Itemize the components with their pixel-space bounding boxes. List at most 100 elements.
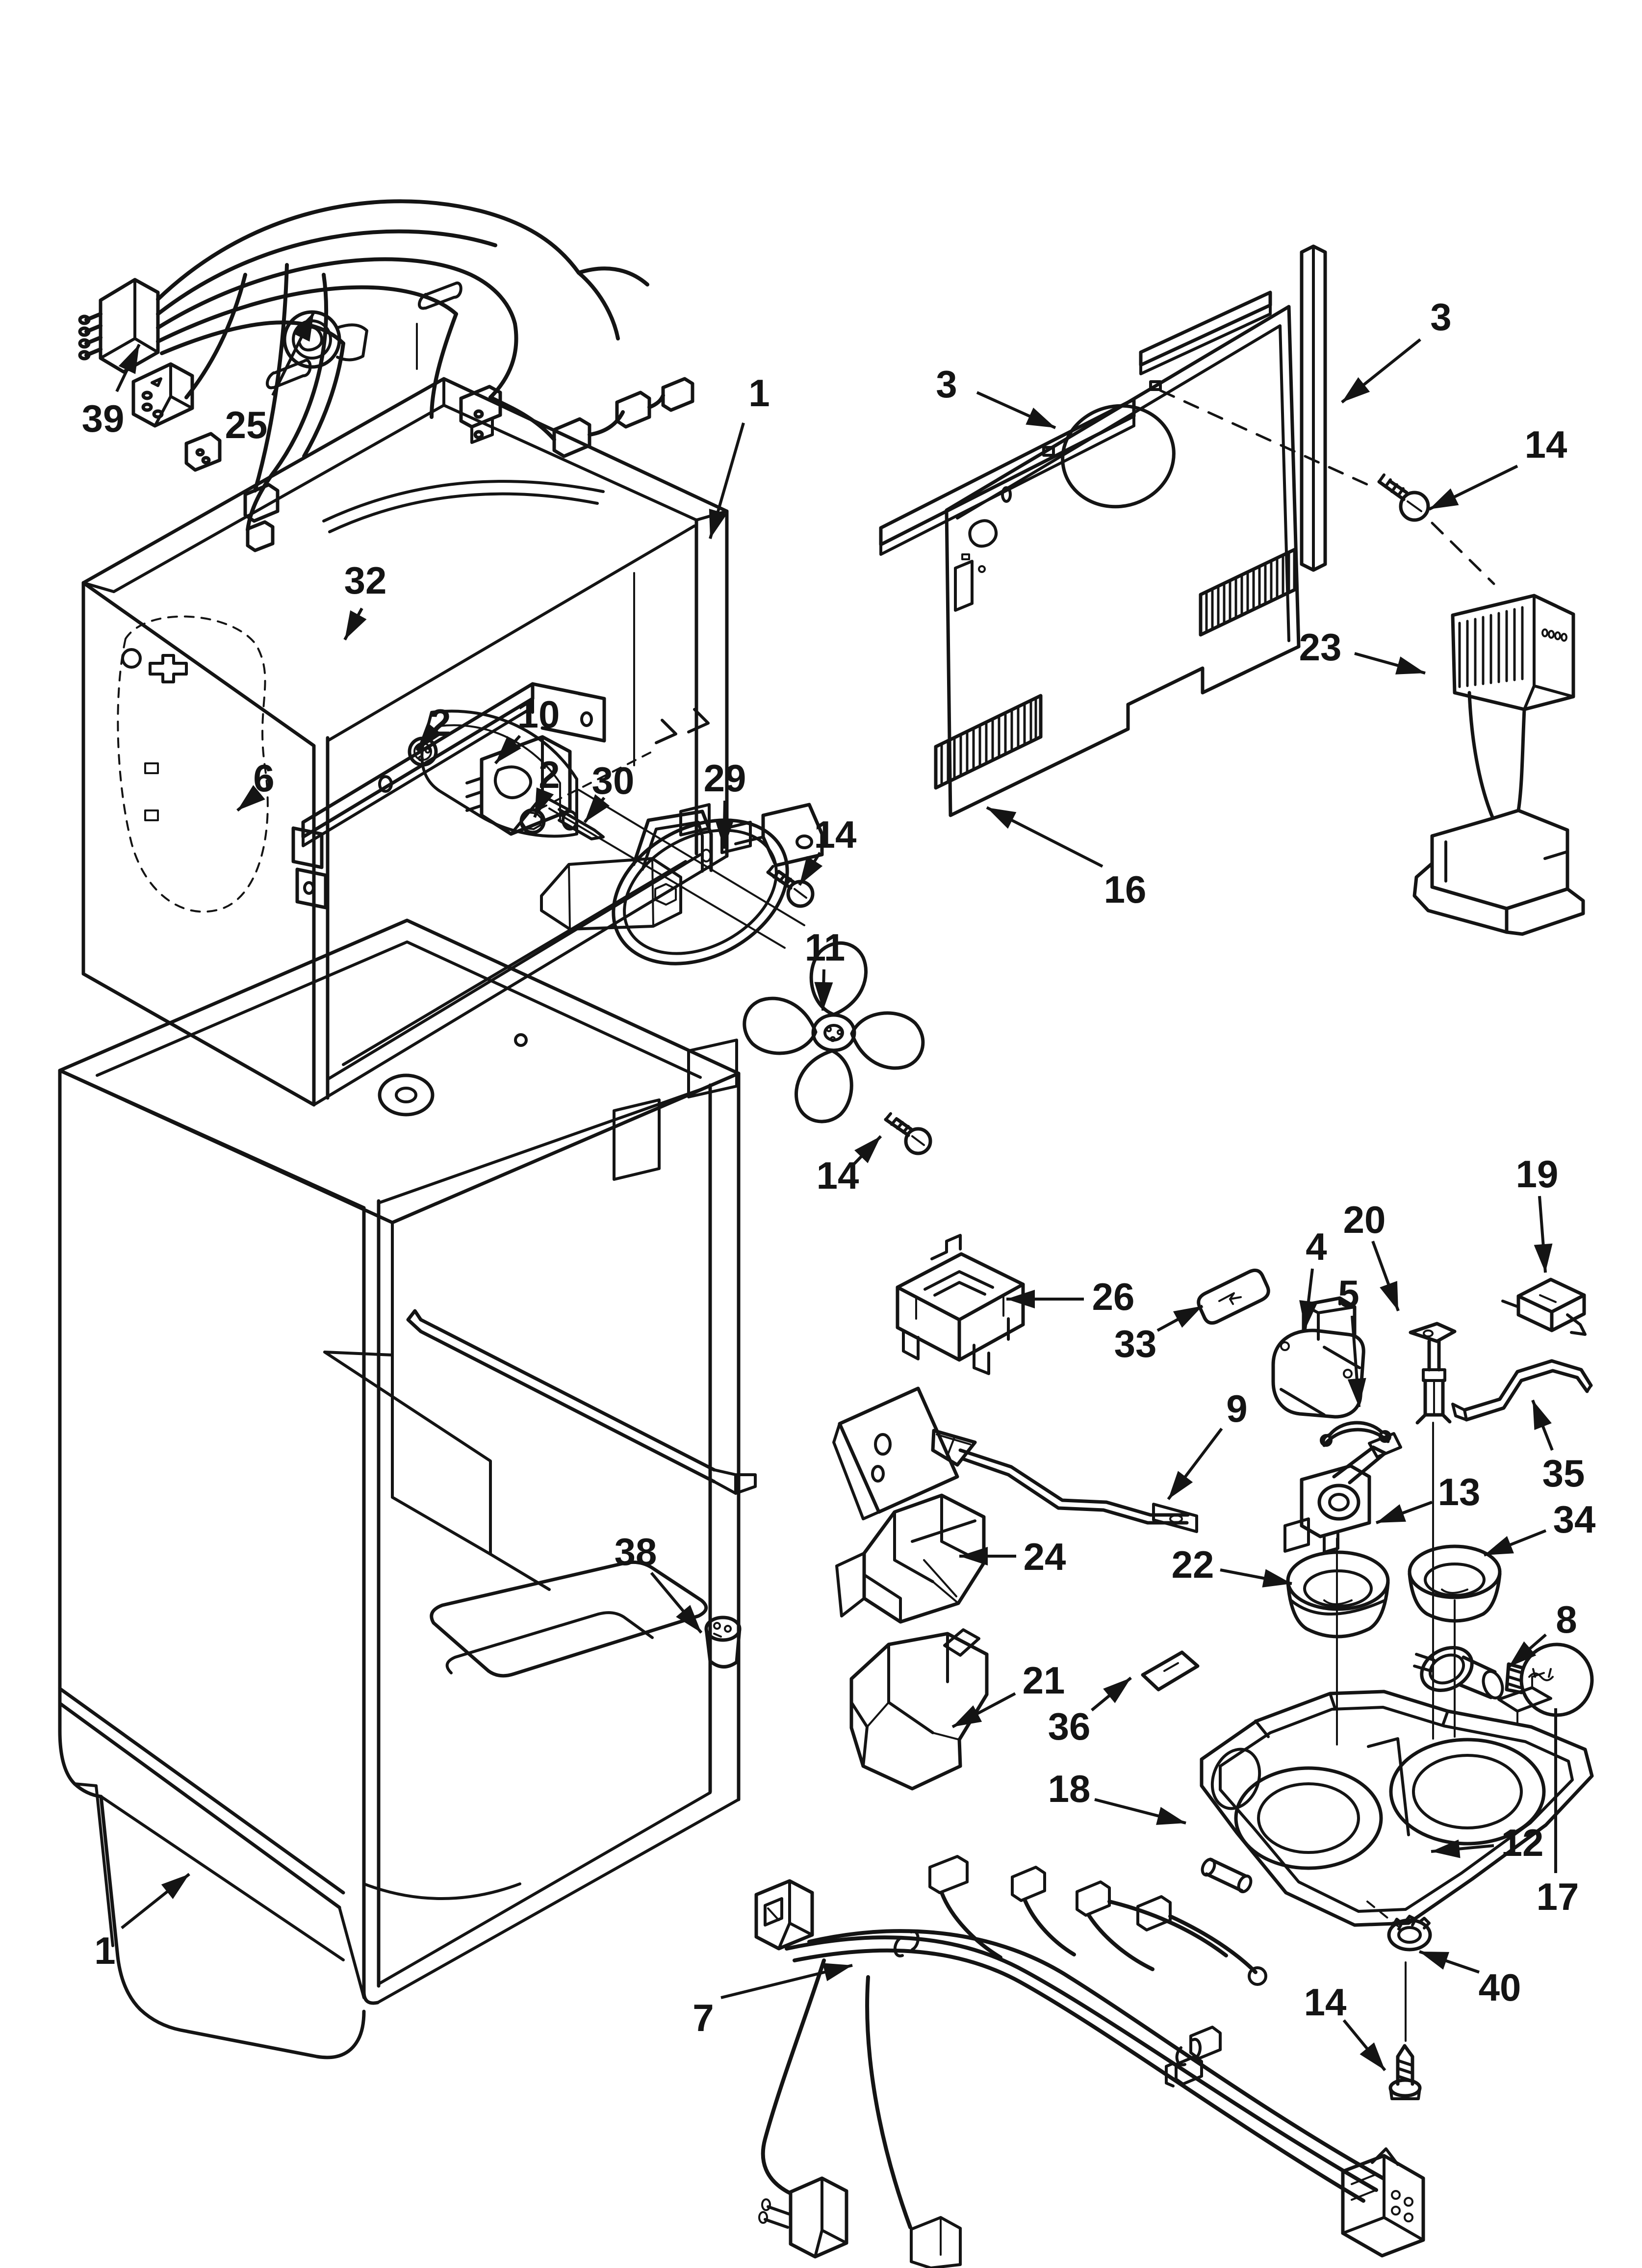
callout-9-label: 9: [1226, 1387, 1247, 1430]
callout-24-arrowhead: [959, 1547, 988, 1565]
part-shaft-20: [1409, 1322, 1457, 1425]
callout-40-arrowhead: [1419, 1952, 1450, 1970]
callout-39-arrowhead: [118, 344, 139, 374]
part-connector-19: [1501, 1277, 1587, 1336]
callout-6-arrowhead: [237, 785, 265, 810]
callout-2-arrowhead: [535, 787, 554, 817]
callout-22-arrowhead: [1262, 1569, 1292, 1588]
leader-chevrons: [538, 708, 710, 810]
callout-14-arrowhead: [1360, 2042, 1385, 2070]
callout-21-arrowhead: [952, 1705, 982, 1727]
callout-35-label: 35: [1542, 1452, 1585, 1495]
part-sticker-33: [1197, 1268, 1270, 1325]
part-trim-strip-3-top: [1139, 290, 1272, 375]
callout-14-label: 14: [1304, 1981, 1347, 2024]
callout-1-label: 1: [748, 371, 770, 415]
callout-23-label: 23: [1299, 626, 1342, 669]
callout-21-label: 21: [1023, 1659, 1065, 1702]
callout-39-label: 39: [82, 397, 125, 440]
callout-14-label: 14: [817, 1154, 859, 1197]
callout-5-arrowhead: [1347, 1378, 1366, 1407]
callout-1-arrowhead: [709, 509, 727, 539]
callout-3-arrowhead: [1026, 407, 1055, 428]
callout-24-label: 24: [1024, 1535, 1066, 1578]
part-bracket-13: [1283, 1432, 1402, 1554]
callout-34-arrowhead: [1484, 1536, 1514, 1555]
callout-20-arrowhead: [1380, 1281, 1398, 1311]
callout-25-label: 25: [225, 403, 268, 446]
part-trim-strip-3-left: [879, 397, 1136, 556]
callout-1-arrowhead: [161, 1874, 189, 1900]
part-nut-2b: [519, 808, 546, 834]
part-wire-harness-top: [78, 199, 694, 552]
callout-8-arrowhead: [1509, 1641, 1537, 1667]
part-gasket-ring: [548, 789, 805, 965]
part-plug-38: [704, 1616, 742, 1668]
callout-11-arrowhead: [814, 982, 833, 1011]
callout-30-arrowhead: [585, 794, 610, 822]
part-support-bracket: [540, 857, 682, 931]
callout-18-arrowhead: [1156, 1807, 1186, 1825]
callout-4-label: 4: [1306, 1225, 1327, 1268]
callout-33-label: 33: [1114, 1322, 1157, 1365]
callout-2-label: 2: [430, 701, 451, 744]
part-wire-harness-lower: [754, 1855, 1425, 2268]
callout-13-arrowhead: [1376, 1504, 1406, 1523]
callout-32-label: 32: [344, 559, 387, 602]
callout-14-label: 14: [814, 813, 857, 856]
callout-3-arrowhead: [1342, 377, 1370, 402]
callout-2-label: 2: [539, 753, 560, 796]
part-plate-31: [832, 1386, 959, 1520]
callout-35-arrowhead: [1533, 1400, 1552, 1430]
callout-33-arrowhead: [1173, 1306, 1203, 1328]
callout-26-arrowhead: [1006, 1290, 1035, 1308]
part-screw-14-top: [1159, 389, 1495, 585]
callout-1-label: 1: [94, 1929, 115, 1972]
part-strap-35: [1451, 1359, 1593, 1422]
callout-29-label: 29: [704, 756, 746, 800]
callout-6-label: 6: [253, 756, 274, 800]
callout-10-arrowhead: [495, 736, 521, 763]
callout-36-label: 36: [1048, 1705, 1091, 1748]
callout-25-arrowhead: [293, 312, 314, 342]
callout-7-arrowhead: [822, 1963, 852, 1981]
part-air-duct-23: [1412, 594, 1585, 936]
callout-12-arrowhead: [1431, 1839, 1461, 1858]
callout-12-label: 12: [1501, 1821, 1544, 1864]
callout-34-label: 34: [1553, 1498, 1596, 1541]
part-evap-block-26: [896, 1234, 1025, 1375]
callout-22-label: 22: [1172, 1543, 1214, 1586]
callout-19-label: 19: [1516, 1152, 1559, 1196]
callout-16-label: 16: [1104, 868, 1147, 911]
part-motor-4: [1271, 1296, 1365, 1419]
part-fan-blade-11: [743, 941, 925, 1123]
part-grommet-18: [1201, 1857, 1253, 1894]
part-sticker-36: [1141, 1650, 1200, 1692]
callout-10-label: 10: [517, 693, 560, 736]
callout-14-label: 14: [1525, 423, 1567, 466]
part-bracket-32: [291, 682, 606, 910]
callout-17-label: 17: [1537, 1875, 1579, 1918]
callout-40-label: 40: [1479, 1966, 1521, 2009]
callout-23-arrowhead: [1395, 656, 1425, 675]
part-trim-strip-3-right: [1300, 244, 1327, 572]
part-foam-24: [835, 1493, 986, 1624]
part-socket-8: [1413, 1646, 1504, 1700]
callout-4-arrowhead: [1299, 1300, 1318, 1330]
callout-13-label: 13: [1438, 1470, 1481, 1513]
part-screw-14-mid-lower: [884, 1112, 932, 1155]
callout-3-label: 3: [1430, 295, 1451, 339]
callout-14-arrowhead: [799, 856, 823, 885]
callout-14-arrowhead: [854, 1136, 881, 1163]
part-drain-pan: [58, 1687, 366, 2059]
callout-16-arrowhead: [987, 808, 1017, 829]
callout-8-label: 8: [1556, 1598, 1577, 1641]
callout-2-arrowhead: [417, 722, 442, 751]
callout-5-label: 5: [1338, 1272, 1359, 1315]
part-lower-cabinet: [58, 918, 757, 2005]
callout-32-arrowhead: [345, 610, 367, 640]
part-upper-liner: [81, 323, 729, 1107]
part-clip-29: [679, 803, 824, 867]
